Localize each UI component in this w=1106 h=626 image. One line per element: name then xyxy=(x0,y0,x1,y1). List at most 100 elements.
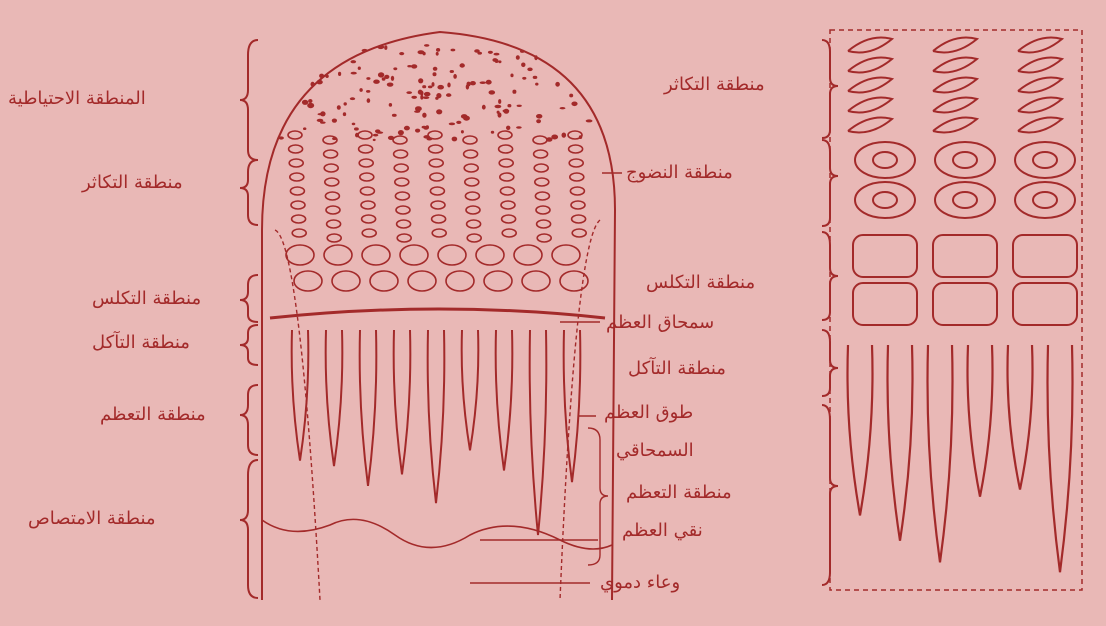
flat-cell xyxy=(933,98,977,113)
trabecula xyxy=(564,330,581,482)
chondrocyte-dot xyxy=(350,97,355,100)
chondrocyte-dot xyxy=(506,126,510,130)
chondrocyte-dot xyxy=(406,91,412,94)
chondrocyte-dot xyxy=(534,55,537,60)
chondrocyte-cell xyxy=(498,131,512,139)
magnified-trabecula xyxy=(968,345,993,497)
chondrocyte-dot xyxy=(418,78,423,83)
chondrocyte-dot xyxy=(391,76,394,81)
flat-cell xyxy=(933,38,977,53)
chondrocyte-dot xyxy=(453,74,457,79)
chondrocyte-dot xyxy=(571,102,577,107)
chondrocyte-dot xyxy=(307,103,314,108)
chondrocyte-cell xyxy=(394,164,408,172)
chondrocyte-cell xyxy=(292,215,306,223)
label-erosion-zone-mid: منطقة التآكل xyxy=(628,358,726,380)
chondrocyte-dot xyxy=(517,105,522,107)
chondrocyte-dot xyxy=(533,76,538,79)
chondrocyte-dot xyxy=(384,75,389,79)
chondrocyte-cell xyxy=(393,136,407,144)
chondrocyte-dot xyxy=(319,74,324,79)
flat-cell xyxy=(1018,98,1062,113)
chondrocyte-cell xyxy=(395,178,409,186)
chondrocyte-cell xyxy=(429,159,443,167)
chondrocyte-cell xyxy=(572,229,586,237)
chondrocyte-dot xyxy=(497,111,500,114)
chondrocyte-dot xyxy=(279,136,284,139)
chondrocyte-cell xyxy=(501,201,515,209)
magnified-trabecula xyxy=(1008,345,1033,490)
chondrocyte-dot xyxy=(447,83,450,88)
chondrocyte-cell xyxy=(568,131,582,139)
chondrocyte-cell xyxy=(394,150,408,158)
chondrocyte-dot xyxy=(389,103,392,107)
flat-cell xyxy=(848,58,892,73)
magnified-trabecula xyxy=(1048,345,1073,572)
chondrocyte-dot xyxy=(489,90,496,94)
chondrocyte-dot xyxy=(399,52,404,55)
chondrocyte-cell xyxy=(396,206,410,214)
chondrocyte-dot xyxy=(520,50,525,53)
chondrocyte-cell xyxy=(360,187,374,195)
chondrocyte-cell xyxy=(570,187,584,195)
right-braces xyxy=(822,40,838,585)
chondrocyte-cell xyxy=(570,173,584,181)
chondrocyte-dot xyxy=(392,114,397,117)
magnified-trabecula xyxy=(928,345,953,562)
trabecula xyxy=(530,330,547,535)
trabecula xyxy=(394,330,411,474)
flat-cell xyxy=(848,38,892,53)
chondrocyte-dot xyxy=(424,44,429,47)
maturing-cell xyxy=(1015,182,1075,218)
chondrocyte-cell xyxy=(397,220,411,228)
chondrocyte-dot xyxy=(424,92,431,96)
chondrocyte-cell xyxy=(499,145,513,153)
chondrocyte-cell xyxy=(432,229,446,237)
maturing-cell xyxy=(855,182,915,218)
chondrocyte-dot xyxy=(343,112,346,116)
chondrocyte-cell xyxy=(395,192,409,200)
chondrocyte-cell xyxy=(569,159,583,167)
chondrocyte-cell xyxy=(361,201,375,209)
maturing-cell xyxy=(855,142,915,178)
chondrocyte-dot xyxy=(495,59,499,63)
chondrocyte-cell xyxy=(571,201,585,209)
chondrocyte-dot xyxy=(461,130,464,133)
chondrocyte-dot xyxy=(338,72,341,76)
chondrocyte-dot xyxy=(359,88,362,92)
chondrocyte-dot xyxy=(362,49,368,52)
chondrocyte-dot xyxy=(420,95,423,100)
chondrocyte-dot xyxy=(351,60,357,63)
chondrocyte-dot xyxy=(446,93,451,97)
label-ossification-zone-left: منطقة التعظم xyxy=(100,404,206,426)
label-proliferation-zone-left: منطقة التكاثر xyxy=(82,172,183,194)
chondrocyte-cell xyxy=(362,215,376,223)
magnified-trabeculae xyxy=(848,345,1073,572)
trabecula xyxy=(496,330,513,470)
label-erosion-zone-left: منطقة التآكل xyxy=(92,332,190,354)
chondrocyte-cell xyxy=(428,131,442,139)
chondrocyte-cell xyxy=(463,136,477,144)
calcified-cell xyxy=(1013,235,1077,277)
chondrocyte-dot xyxy=(461,114,468,119)
chondrocyte-dot xyxy=(536,114,542,119)
chondrocyte-dot xyxy=(422,113,426,118)
chondrocyte-dot xyxy=(366,90,370,93)
hypertrophic-cell xyxy=(324,245,352,265)
calcified-cell xyxy=(1013,283,1077,325)
chondrocyte-dot xyxy=(378,72,384,77)
chondrocyte-dot xyxy=(411,64,417,68)
chondrocyte-dot xyxy=(428,86,433,89)
chondrocyte-dot xyxy=(586,119,593,122)
chondrocyte-cell xyxy=(572,215,586,223)
hypertrophic-cell xyxy=(370,271,398,291)
flat-cell xyxy=(933,78,977,93)
calcified-cell xyxy=(853,235,917,277)
flat-cell xyxy=(1018,38,1062,53)
chondrocyte-cell xyxy=(500,187,514,195)
chondrocyte-dot xyxy=(535,83,538,86)
chondrocyte-dot xyxy=(414,110,420,113)
chondrocyte-dot xyxy=(512,90,516,94)
chondrocyte-dot xyxy=(536,119,541,123)
chondrocyte-cell xyxy=(289,159,303,167)
